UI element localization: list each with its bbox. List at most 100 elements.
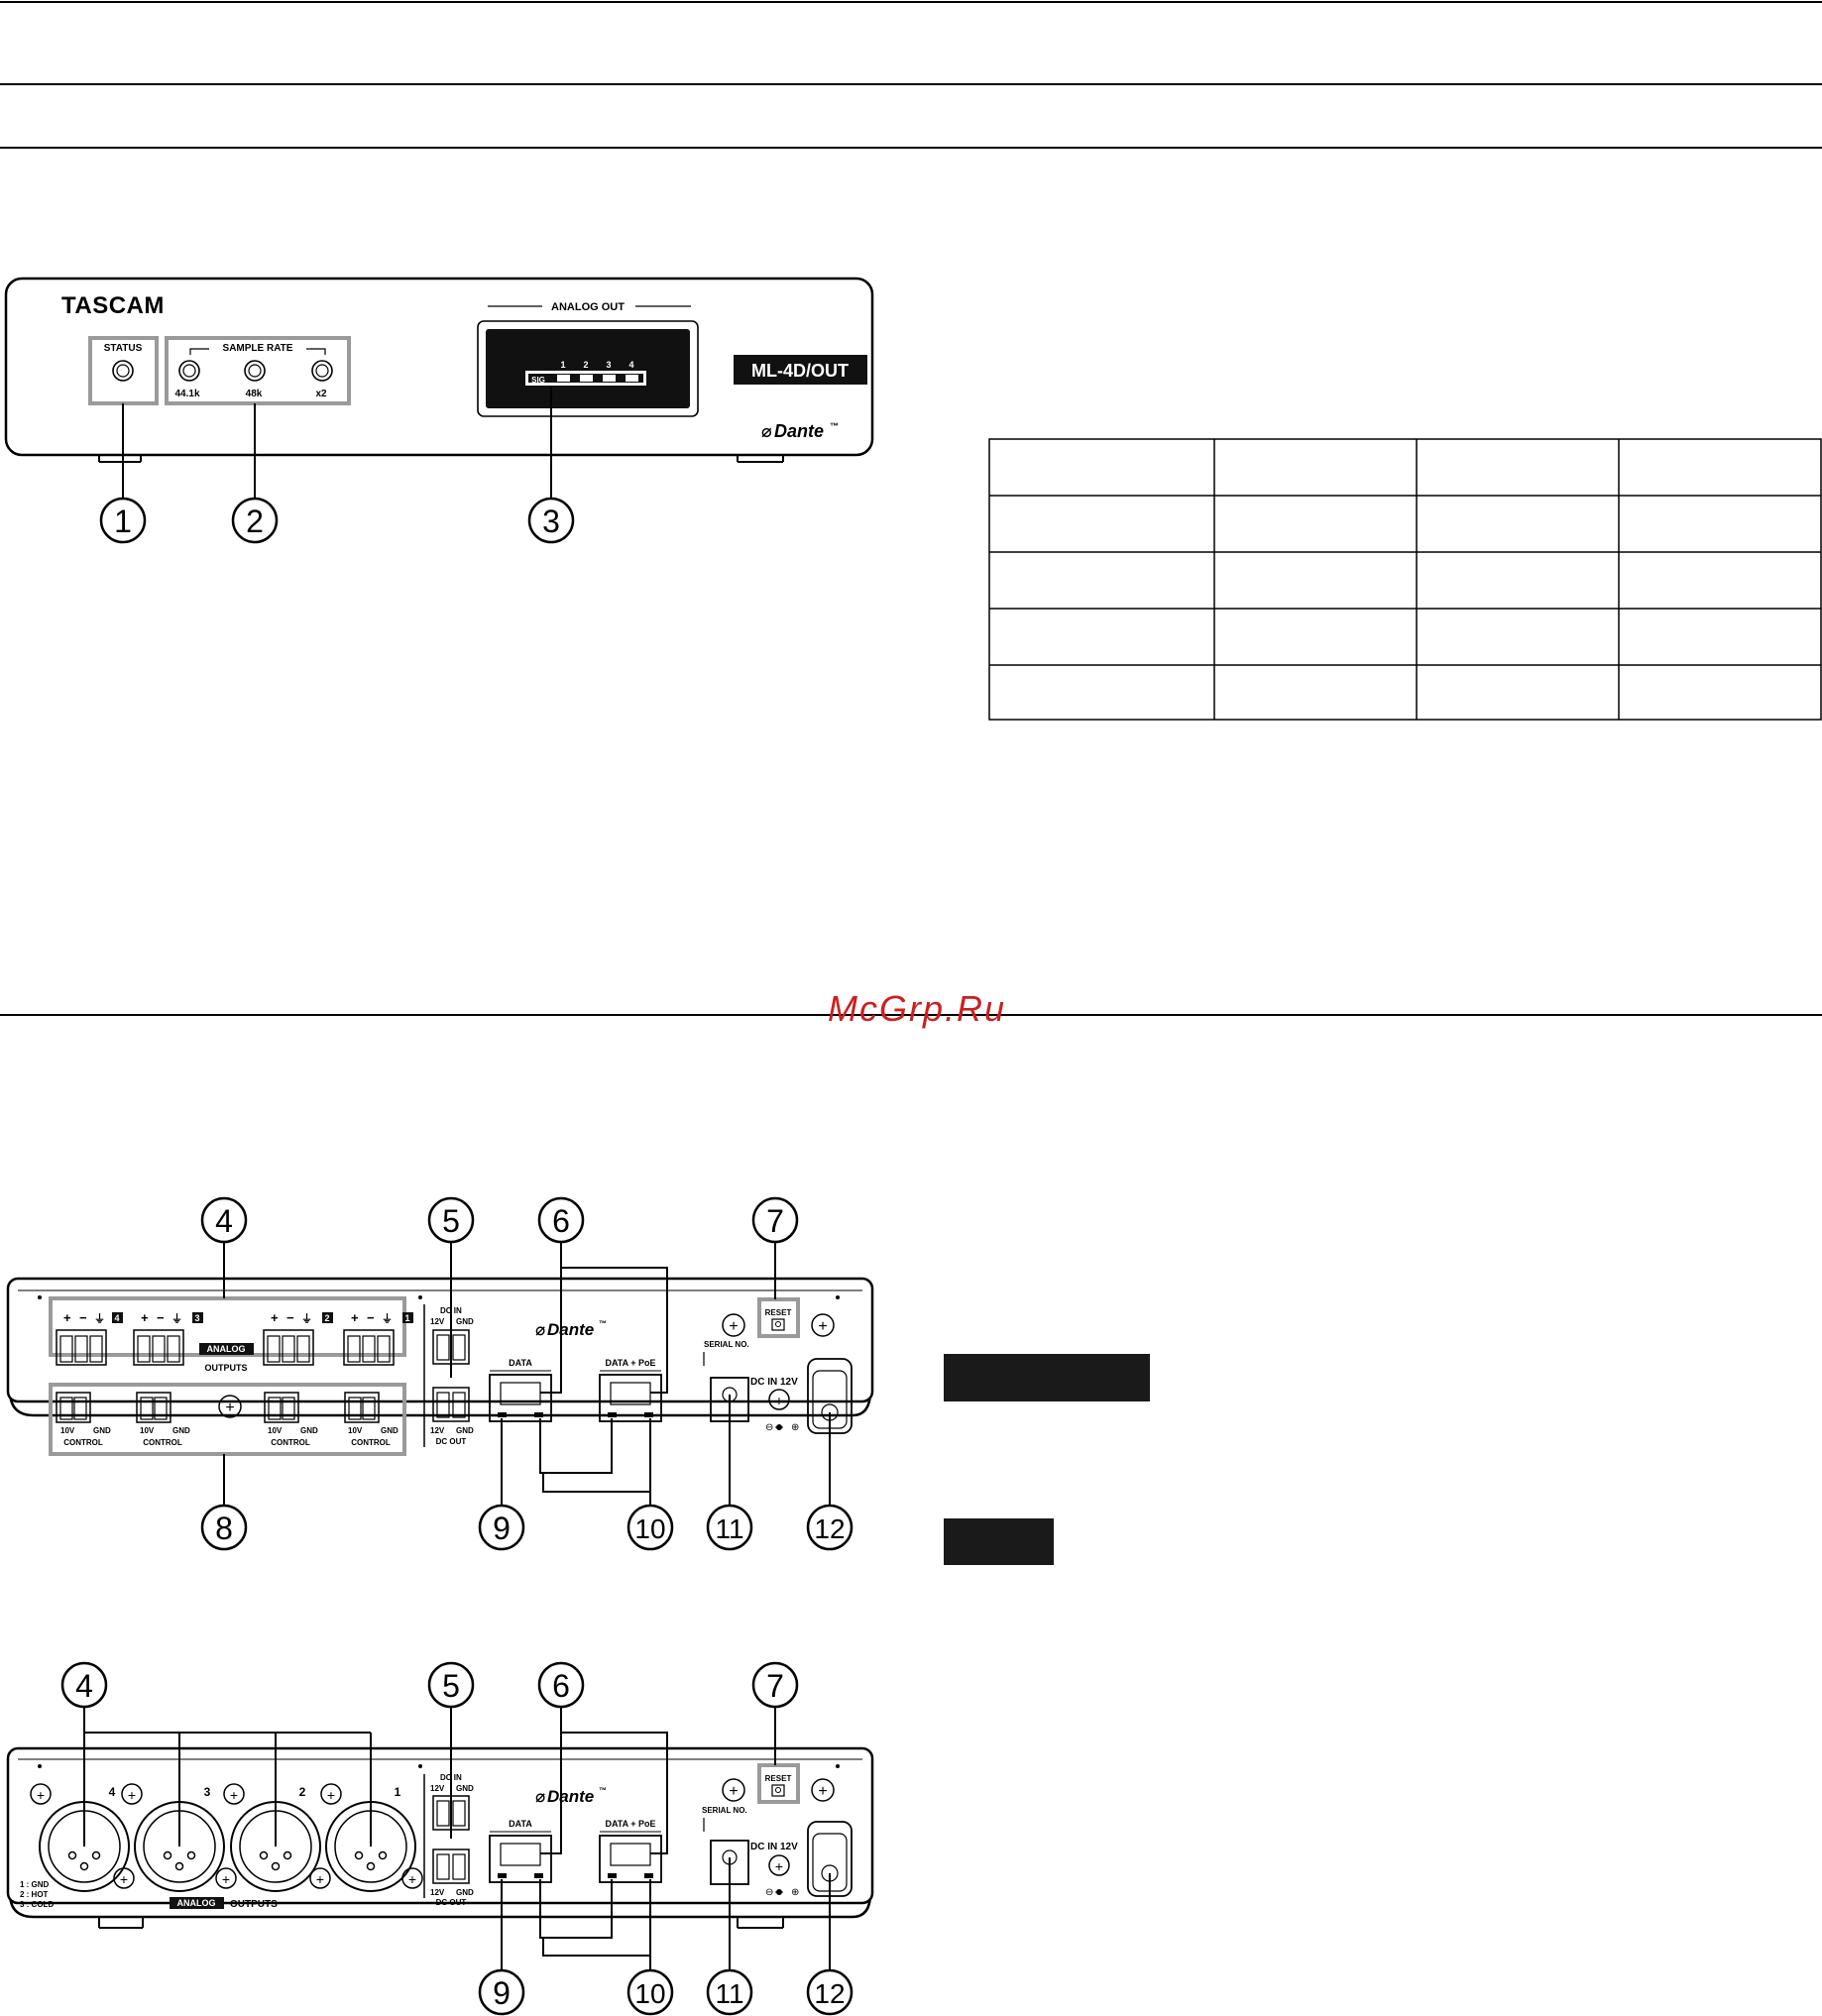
dante-logo-rear-1: ⌀ Dante ™: [535, 1319, 607, 1339]
callout-3: [527, 497, 575, 544]
svg-text:+: +: [316, 1871, 324, 1887]
callout-8-num: 8: [215, 1511, 233, 1546]
model-badge: [734, 355, 867, 385]
ch3-10v: 10V: [140, 1426, 155, 1435]
callout-11-a-num: 11: [715, 1513, 743, 1544]
svg-text:™: ™: [599, 1319, 607, 1328]
rate-x2-label: x2: [315, 389, 327, 399]
callout-11-b: [706, 1968, 753, 2016]
callout-5-a-num: 5: [442, 1203, 460, 1239]
svg-text:™: ™: [599, 1786, 607, 1795]
analog-out-label: ANALOG OUT: [551, 301, 625, 313]
rate-48-label: 48k: [246, 389, 263, 399]
rate-441-label: 44.1k: [174, 389, 199, 399]
callout-2: [231, 497, 279, 544]
callout-9-b-num: 9: [493, 1975, 511, 2011]
terminal-ch4: + − ⏚ 4 10V GND CONTROL: [56, 1310, 123, 1447]
terminal-ch2: + − ⏚ 2 10V GND CONTROL: [263, 1310, 333, 1447]
terminal-ch1: + − ⏚ 1 10V GND CONTROL: [343, 1310, 413, 1447]
ch2-ground: ⏚: [301, 1312, 312, 1325]
model-name: ML-4D/OUT: [751, 361, 849, 381]
analog-label-2: ANALOG: [177, 1898, 216, 1908]
dc-in-12v-label-1: DC IN 12V: [750, 1377, 798, 1388]
polarity-plus-1: ⊕: [791, 1422, 799, 1433]
callout-10-b: [626, 1968, 674, 2016]
reset-button-2: [771, 1784, 785, 1797]
outputs-label-1: OUTPUTS: [204, 1363, 247, 1373]
svg-text:+: +: [222, 1871, 230, 1887]
sig-label: SIG: [531, 376, 545, 385]
data-poe-port-2: [599, 1835, 662, 1883]
reset-label-1: RESET: [765, 1308, 792, 1317]
polarity-plus-2: ⊕: [791, 1887, 799, 1898]
callout-9-a-num: 9: [493, 1511, 511, 1546]
heading-block-2: [944, 1518, 1054, 1565]
pin2-legend: 2 : HOT: [20, 1890, 49, 1899]
svg-text:+: +: [408, 1871, 416, 1887]
ch4-control: CONTROL: [63, 1438, 103, 1447]
ch4-label: 4: [628, 360, 633, 370]
polarity-minus-1: ⊖: [765, 1422, 773, 1433]
dc-out-terminal-1: [432, 1387, 470, 1422]
svg-text:+: +: [818, 1783, 827, 1800]
analog-label-1: ANALOG: [207, 1344, 246, 1354]
svg-text:+: +: [729, 1783, 738, 1800]
pin3-legend: 3 : COLD: [20, 1900, 54, 1909]
ch1-minus: −: [367, 1310, 375, 1325]
ch2-control: CONTROL: [271, 1438, 310, 1447]
svg-text:+: +: [775, 1858, 783, 1874]
callout-7-b-num: 7: [766, 1668, 784, 1704]
front-callouts: 1 2 3: [99, 497, 575, 544]
spec-table: [988, 438, 1822, 721]
ch4-minus: −: [79, 1310, 87, 1325]
callout-11-a: [706, 1504, 753, 1551]
polarity-minus-2: ⊖: [765, 1887, 773, 1898]
callout-4-b-num: 4: [75, 1668, 93, 1704]
callout-10-a: [626, 1504, 674, 1551]
svg-text:+: +: [37, 1787, 45, 1803]
dc-out-12v-2: 12V: [430, 1888, 445, 1897]
ch3-plus: +: [141, 1310, 149, 1325]
svg-text:+: +: [128, 1787, 136, 1803]
xlr-ch4-num: 4: [109, 1785, 116, 1799]
heading-block-1: [944, 1354, 1150, 1401]
reset-highlight-1: [757, 1297, 800, 1338]
brand-logo: TASCAM: [61, 292, 165, 319]
svg-text:+: +: [230, 1787, 238, 1803]
dc-in-gnd-1: GND: [456, 1317, 474, 1326]
ch3-control: CONTROL: [143, 1438, 182, 1447]
dante-logo: ⌀ Dante ™: [761, 421, 839, 441]
callout-5-b-num: 5: [442, 1668, 460, 1704]
ch1-label: 1: [560, 360, 565, 370]
dc-out-terminal-2: [432, 1848, 470, 1884]
callout-6-b-num: 6: [552, 1668, 570, 1704]
svg-text:+: +: [818, 1318, 827, 1335]
serial-no-label-1: SERIAL NO.: [704, 1340, 749, 1349]
ch2-gnd: GND: [300, 1426, 318, 1435]
page-rules: [0, 1, 1822, 1016]
svg-text:4: 4: [114, 1313, 119, 1323]
ch1-10v: 10V: [348, 1426, 363, 1435]
svg-text:3: 3: [194, 1313, 199, 1323]
dante-logo-rear-2: ⌀ Dante ™: [535, 1786, 607, 1806]
callout-3-num: 3: [542, 504, 560, 539]
callout-1: [99, 497, 147, 544]
svg-text:+: +: [327, 1787, 335, 1803]
callout-12-a-num: 12: [814, 1513, 845, 1544]
dc-out-gnd-1: GND: [456, 1426, 474, 1435]
reset-button-1: [771, 1318, 785, 1331]
svg-text:⌀: ⌀: [761, 421, 772, 441]
svg-text:+: +: [775, 1393, 783, 1408]
serial-no-label-2: SERIAL NO.: [702, 1806, 747, 1815]
xlr-ch2-num: 2: [299, 1785, 306, 1799]
dc-out-label-2: DC OUT: [436, 1898, 467, 1907]
callout-12-b-num: 12: [814, 1978, 845, 2009]
rate-48-led: [244, 360, 266, 382]
ch3-ground: ⏚: [171, 1312, 182, 1325]
sample-rate-highlight-box: [165, 336, 351, 405]
svg-text:+: +: [729, 1318, 738, 1335]
callout-1-num: 1: [114, 504, 132, 539]
dc-in-gnd-2: GND: [456, 1784, 474, 1793]
data-poe-port-label-1: DATA + PoE: [605, 1358, 655, 1368]
dc-out-12v-1: 12V: [430, 1426, 445, 1435]
